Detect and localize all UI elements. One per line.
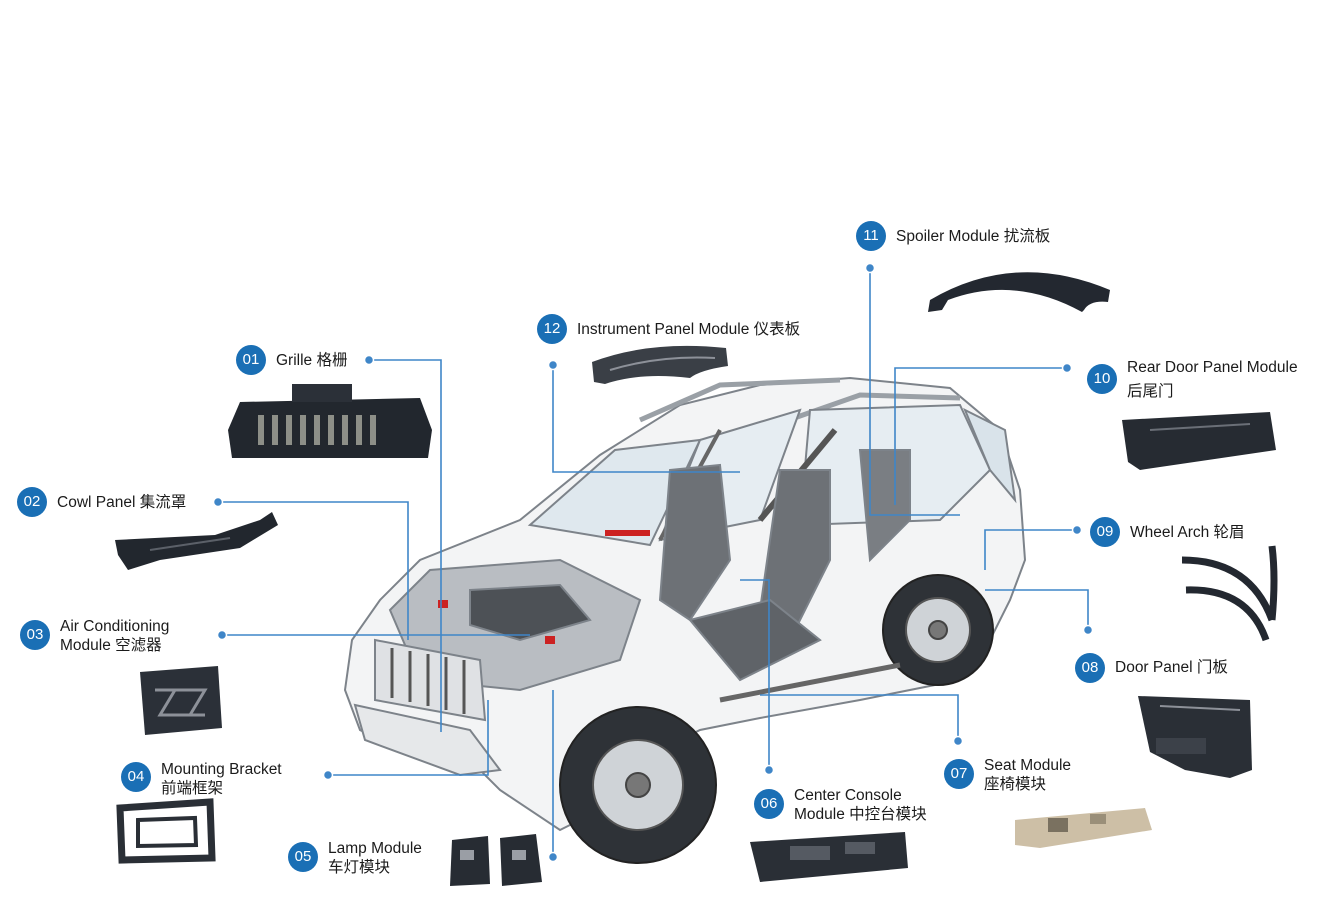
leader-line-11 (869, 268, 960, 516)
leader-dots (212, 262, 1094, 863)
callout-number-badge: 05 (288, 842, 318, 872)
callout-instrument-panel-module: 12 Instrument Panel Module 仪表板 (537, 314, 800, 344)
callout-label: Center Console (794, 787, 902, 804)
callout-number-badge: 09 (1090, 517, 1120, 547)
leader-line-09 (984, 529, 1077, 570)
rear-door-panel-part-image (1122, 412, 1276, 470)
callout-number-badge: 07 (944, 759, 974, 789)
callout-label: Instrument Panel Module 仪表板 (577, 321, 801, 338)
callout-cowl-panel: 02 Cowl Panel 集流罩 (17, 487, 186, 517)
callout-label: Lamp Module (328, 840, 422, 857)
wheel-arch-part-image (1181, 545, 1278, 642)
seat-module-part-image (1015, 808, 1152, 848)
callout-label-line2: 座椅模块 (984, 776, 1047, 793)
leader-dot-04 (322, 769, 334, 781)
leader-line-02 (218, 501, 409, 640)
callout-number-badge: 12 (537, 314, 567, 344)
leader-dot-09 (1071, 524, 1083, 536)
leader-dot-11 (864, 262, 876, 274)
leader-dot-05 (547, 851, 559, 863)
suv-cutaway-illustration (343, 376, 1027, 864)
callout-label-line2: Module 空滤器 (60, 637, 162, 654)
center-console-part-image (750, 832, 908, 882)
callout-number-badge: 11 (856, 221, 886, 251)
callout-door-panel: 08 Door Panel 门板 (1075, 653, 1228, 683)
leader-dot-08 (1082, 624, 1094, 636)
callout-spoiler-module: 11 Spoiler Module 扰流板 (856, 221, 1050, 251)
leader-dot-02 (212, 496, 224, 508)
leader-lines (218, 268, 1089, 857)
callout-label: Air Conditioning (60, 618, 170, 635)
callout-air-conditioning-module: 03 Air Conditioning Module 空滤器 (20, 618, 170, 655)
cowl-panel-part-image (115, 512, 278, 570)
callout-number-badge: 02 (17, 487, 47, 517)
leader-dot-12 (547, 359, 559, 371)
lamp-module-part-image (450, 834, 542, 886)
callout-label: Cowl Panel 集流罩 (57, 494, 187, 511)
leader-line-12 (552, 365, 740, 473)
callout-wheel-arch: 09 Wheel Arch 轮眉 (1090, 517, 1245, 547)
leader-line-06 (740, 579, 770, 770)
mounting-bracket-part-image (116, 798, 216, 864)
leader-dot-06 (763, 764, 775, 776)
callout-lamp-module: 05 Lamp Module 车灯模块 (288, 840, 422, 877)
leader-dot-01 (363, 354, 375, 366)
callout-label: Door Panel 门板 (1115, 659, 1228, 676)
callout-label: Wheel Arch 轮眉 (1130, 524, 1245, 541)
callout-center-console-module: 06 Center Console Module 中控台模块 (754, 787, 927, 824)
leader-line-04 (328, 700, 489, 776)
callout-label: Mounting Bracket (161, 761, 282, 778)
callout-number-badge: 08 (1075, 653, 1105, 683)
callout-grille: 01 Grille 格栅 (236, 345, 347, 375)
callout-mounting-bracket: 04 Mounting Bracket 前端框架 (121, 761, 282, 798)
callout-rear-door-panel-module: 10 Rear Door Panel Module 后尾门 (1087, 359, 1298, 404)
callout-number-badge: 10 (1087, 364, 1117, 394)
callout-label: Grille 格栅 (276, 352, 348, 369)
leader-dot-10 (1061, 362, 1073, 374)
leader-line-07 (760, 694, 959, 741)
callout-label-line2: 后尾门 (1127, 383, 1174, 400)
leader-dot-03 (216, 629, 228, 641)
callout-label-line2: 车灯模块 (328, 859, 391, 876)
leader-line-01 (369, 359, 442, 732)
callout-label-line2: 前端框架 (161, 780, 224, 797)
leader-line-10 (894, 367, 1067, 505)
callout-number-badge: 06 (754, 789, 784, 819)
instrument-panel-part-image (592, 345, 728, 384)
door-panel-part-image (1138, 696, 1252, 778)
leader-dot-07 (952, 735, 964, 747)
callout-number-badge: 03 (20, 620, 50, 650)
callout-label-line2: Module 中控台模块 (794, 806, 927, 823)
air-conditioning-module-part-image (140, 666, 222, 735)
spoiler-part-image (928, 272, 1110, 312)
grille-part-image (228, 384, 432, 458)
callout-label: Rear Door Panel Module (1127, 359, 1298, 376)
callout-number-badge: 04 (121, 762, 151, 792)
callout-number-badge: 01 (236, 345, 266, 375)
callout-label: Seat Module (984, 757, 1072, 774)
part-images (115, 272, 1278, 886)
callout-seat-module: 07 Seat Module 座椅模块 (944, 757, 1072, 794)
leader-line-08 (985, 589, 1089, 630)
callout-label: Spoiler Module 扰流板 (896, 228, 1051, 245)
